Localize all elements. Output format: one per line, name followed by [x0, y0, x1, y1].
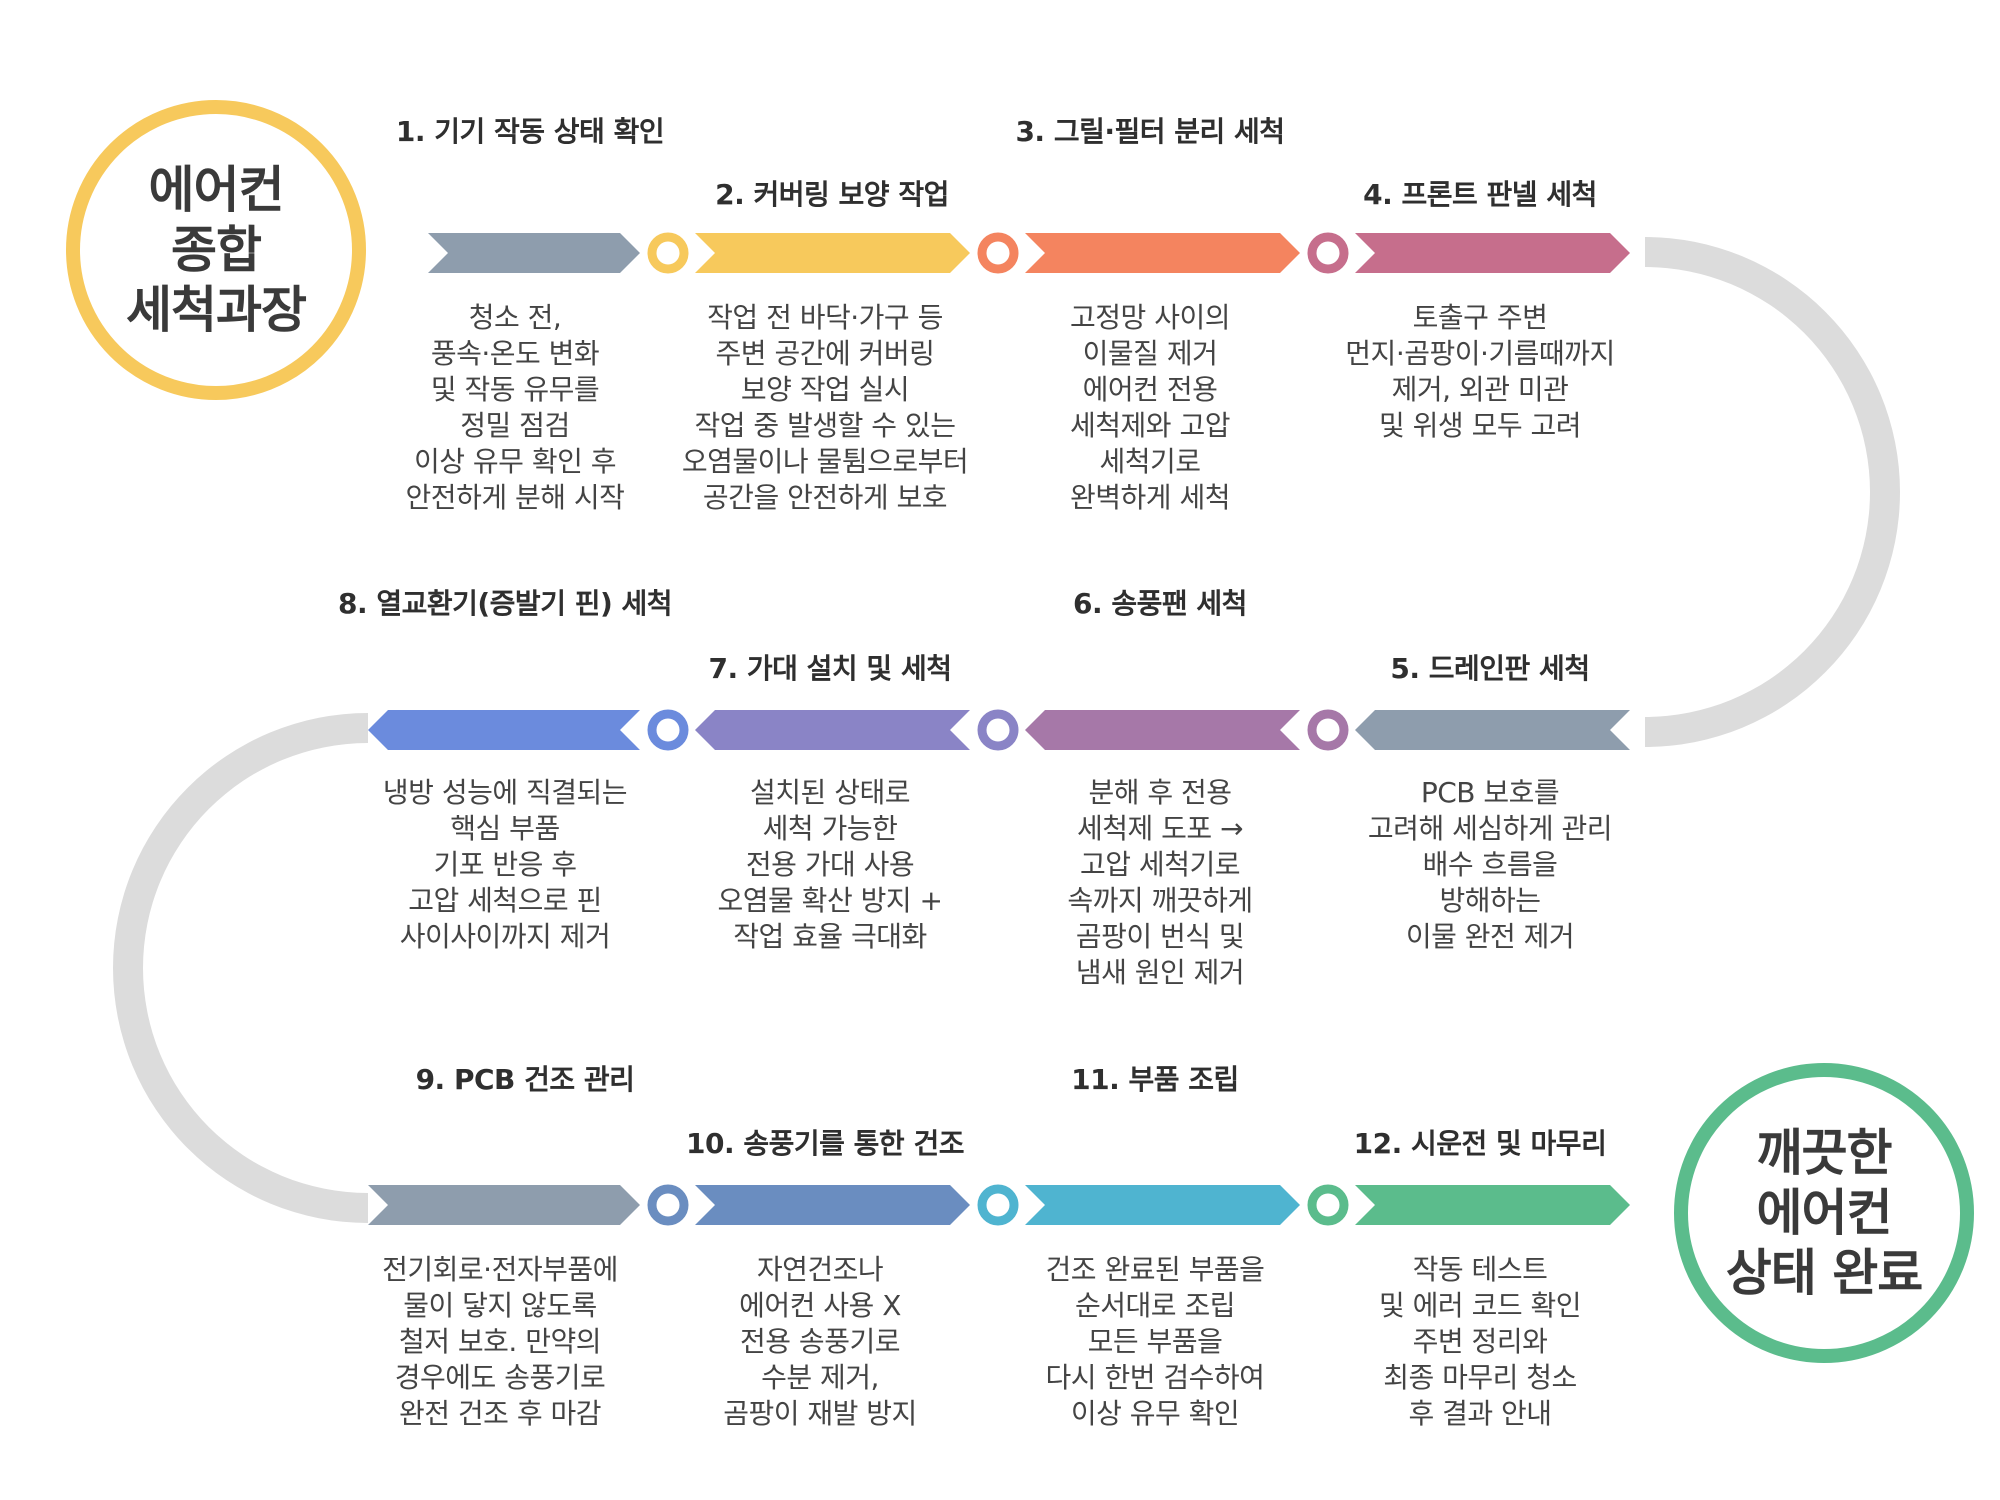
step-2-arrow: [695, 233, 970, 273]
step-12-arrow: [1355, 1185, 1630, 1225]
step-4-arrow: [1355, 233, 1630, 273]
step-9-arrow: [368, 1185, 640, 1225]
connector-node-5: [977, 709, 1019, 751]
step-10-desc: 자연건조나 에어컨 사용 X 전용 송풍기로 수분 제거, 곰팡이 재발 방지: [723, 1253, 917, 1430]
connector-node-3: [1307, 232, 1349, 274]
step-3-desc: 고정망 사이의 이물질 제거 에어컨 전용 세척제와 고압 세척기로 완벽하게 …: [1070, 301, 1230, 514]
step-7-desc: 설치된 상태로 세척 가능한 전용 가대 사용 오염물 확산 방지 + 작업 효…: [717, 776, 943, 953]
step-1-arrow: [428, 233, 640, 273]
step-7-title: 7. 가대 설치 및 세척: [708, 652, 952, 685]
step-6-title: 6. 송풍팬 세척: [1073, 587, 1247, 620]
step-2-desc: 작업 전 바닥·가구 등 주변 공간에 커버링 보양 작업 실시 작업 중 발생…: [681, 301, 969, 514]
step-12-title: 12. 시운전 및 마무리: [1353, 1127, 1607, 1160]
start-badge-text: 에어컨 종합 세척과장: [126, 161, 307, 339]
connector-node-1: [647, 232, 689, 274]
step-4-desc: 토출구 주변 먼지·곰팡이·기름때까지 제거, 외관 미관 및 위생 모두 고려: [1345, 301, 1615, 442]
step-arrows: [368, 233, 1630, 1225]
connector-node-9: [1307, 1184, 1349, 1226]
step-12-desc: 작동 테스트 및 에러 코드 확인 주변 정리와 최종 마무리 청소 후 결과 …: [1378, 1253, 1582, 1430]
step-6-desc: 분해 후 전용 세척제 도포 → 고압 세척기로 속까지 깨끗하게 곰팡이 번식…: [1067, 776, 1253, 989]
step-6-arrow: [1025, 710, 1300, 750]
step-8-desc: 냉방 성능에 직결되는 핵심 부품 기포 반응 후 고압 세척으로 핀 사이사이…: [382, 776, 628, 953]
connector-node-8: [977, 1184, 1019, 1226]
step-11-title: 11. 부품 조립: [1071, 1063, 1239, 1096]
step-3-title: 3. 그릴·필터 분리 세척: [1015, 115, 1285, 148]
step-11-desc: 건조 완료된 부품을 순서대로 조립 모든 부품을 다시 한번 검수하여 이상 …: [1045, 1253, 1265, 1430]
connector-node-2: [977, 232, 1019, 274]
step-5-arrow: [1355, 710, 1630, 750]
connector-node-4: [647, 709, 689, 751]
connector-node-6: [1307, 709, 1349, 751]
step-1-title: 1. 기기 작동 상태 확인: [395, 115, 665, 148]
step-9-title: 9. PCB 건조 관리: [415, 1063, 635, 1096]
step-5-title: 5. 드레인판 세척: [1390, 652, 1590, 685]
right-connector-arc: [1645, 237, 1900, 747]
step-1-desc: 청소 전, 풍속·온도 변화 및 작동 유무를 정밀 점검 이상 유무 확인 후…: [405, 301, 625, 514]
connector-arcs: [113, 237, 1900, 1223]
step-nodes: [647, 232, 1349, 1226]
step-7-arrow: [695, 710, 970, 750]
end-badge-text: 깨끗한 에어컨 상태 완료: [1725, 1124, 1923, 1302]
step-3-arrow: [1025, 233, 1300, 273]
step-5-desc: PCB 보호를 고려해 세심하게 관리 배수 흐름을 방해하는 이물 완전 제거: [1367, 776, 1613, 953]
step-11-arrow: [1025, 1185, 1300, 1225]
end-badge: 깨끗한 에어컨 상태 완료: [1674, 1063, 1974, 1363]
connector-node-7: [647, 1184, 689, 1226]
step-4-title: 4. 프론트 판넬 세척: [1363, 178, 1597, 211]
step-8-arrow: [368, 710, 640, 750]
step-8-title: 8. 열교환기(증발기 핀) 세척: [337, 587, 673, 620]
step-10-arrow: [695, 1185, 970, 1225]
step-10-title: 10. 송풍기를 통한 건조: [686, 1127, 964, 1160]
step-9-desc: 전기회로·전자부품에 물이 닿지 않도록 철저 보호. 만약의 경우에도 송풍기…: [382, 1253, 618, 1430]
step-2-title: 2. 커버링 보양 작업: [715, 178, 949, 211]
left-connector-arc: [113, 713, 368, 1223]
